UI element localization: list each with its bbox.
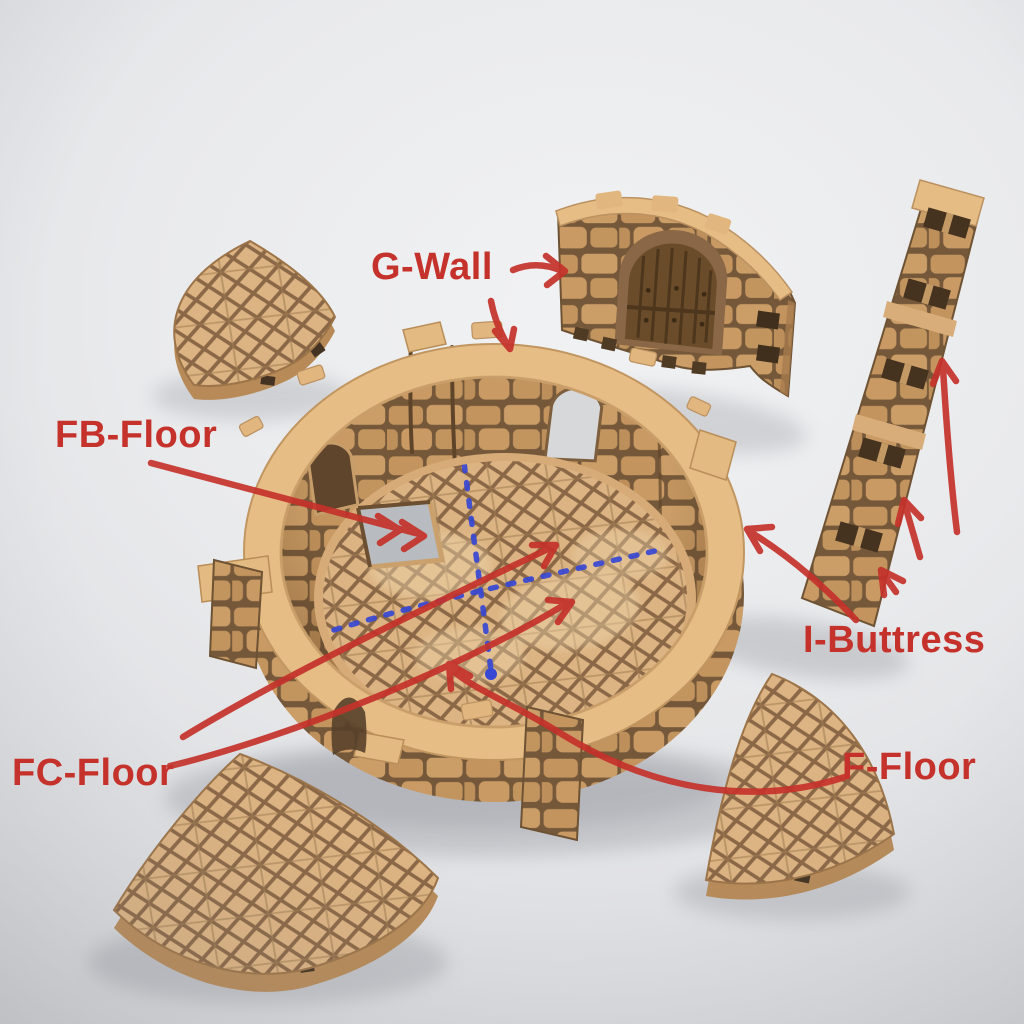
label-g-wall: G-Wall [371,246,493,288]
label-i-buttress: I-Buttress [803,619,986,661]
label-fc-floor: FC-Floor [12,752,175,794]
label-f-floor: F-Floor [842,746,977,788]
label-fb-floor: FB-Floor [55,414,218,456]
tower-left-pier [208,558,264,670]
floor-hatch-hole [356,500,446,570]
i-buttress-up-arrow-long [939,364,961,536]
i-buttress-piece [800,179,985,628]
guide-dot [485,668,497,680]
